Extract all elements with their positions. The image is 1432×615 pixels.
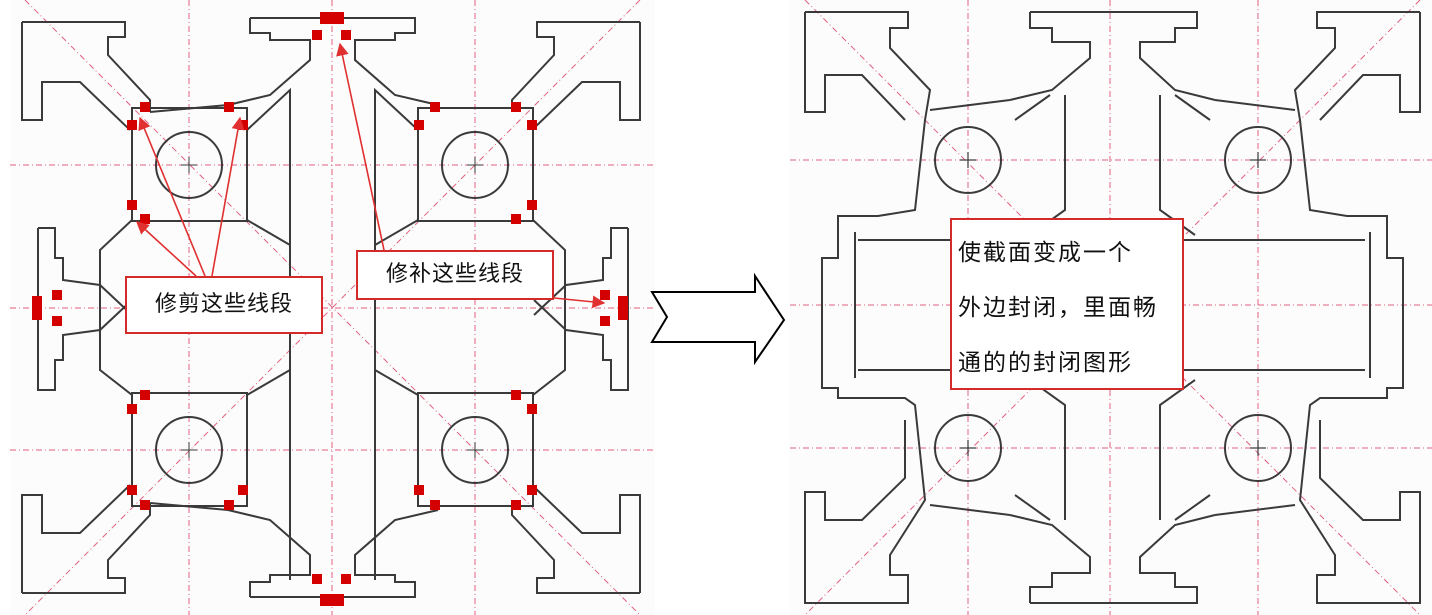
trim-callout: 修剪这些线段 xyxy=(125,276,323,334)
callout-leaders xyxy=(136,42,606,309)
left-centerlines xyxy=(10,0,655,615)
profile-before xyxy=(10,0,655,615)
right-bolt-centers xyxy=(960,152,1266,456)
left-outline xyxy=(21,17,641,598)
result-line-3: 通的的封闭图形 xyxy=(958,350,1133,376)
result-line-2: 外边封闭，里面畅 xyxy=(958,295,1158,321)
result-callout: 使截面变成一个 外边封闭，里面畅 通的的封闭图形 xyxy=(950,218,1184,390)
left-bolt-centers xyxy=(181,157,483,458)
result-line-1: 使截面变成一个 xyxy=(958,240,1133,266)
patch-callout: 修补这些线段 xyxy=(356,250,554,300)
transform-arrow xyxy=(650,272,786,366)
selection-markers xyxy=(32,12,628,606)
